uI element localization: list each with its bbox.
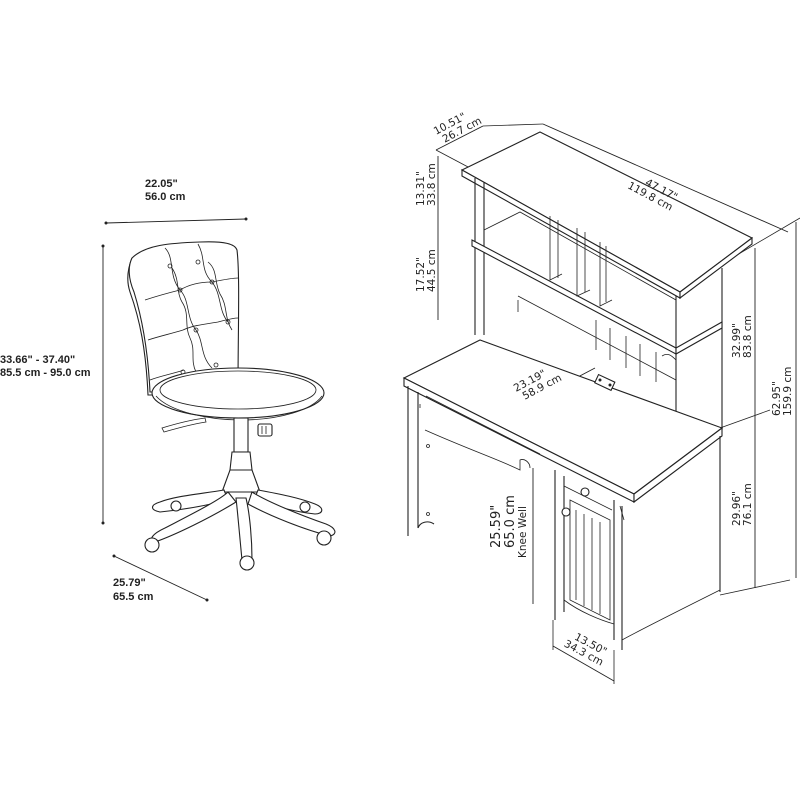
svg-text:83.8 cm: 83.8 cm: [742, 315, 754, 358]
svg-text:17.52": 17.52": [415, 257, 427, 292]
chair-depth-dimension-line: [113, 555, 208, 601]
svg-text:25.59": 25.59": [489, 505, 504, 548]
chair-depth-cm: 65.5 cm: [113, 591, 154, 603]
width-dimension-line: [542, 123, 789, 233]
svg-text:76.1 cm: 76.1 cm: [742, 483, 754, 526]
chair-width-cm: 56.0 cm: [145, 191, 186, 203]
chair-drawing: [101, 217, 336, 602]
desk-hutch-drawing: [402, 123, 800, 684]
svg-text:33.8 cm: 33.8 cm: [426, 163, 438, 206]
knee-well-label: 25.59" 65.0 cm Knee Well: [489, 495, 529, 558]
hutch-depth-label: 10.51" 26.7 cm: [432, 111, 484, 146]
svg-text:62.95": 62.95": [771, 381, 783, 416]
hutch-lower-height-label: 17.52" 44.5 cm: [415, 249, 438, 292]
cabinet-width-line: [552, 645, 615, 682]
hutch-total-height-label: 32.99" 83.8 cm: [731, 315, 754, 358]
chair-width-dimension-line: [105, 218, 247, 224]
hutch-upper-height-label: 13.31" 33.8 cm: [415, 163, 438, 206]
chair-height-inches: 33.66" - 37.40": [0, 354, 75, 366]
chair-width-inches: 22.05": [145, 178, 178, 190]
svg-text:Knee Well: Knee Well: [517, 506, 529, 558]
hutch-depth-dimension-line: [435, 125, 484, 151]
svg-text:65.0 cm: 65.0 cm: [503, 495, 518, 548]
svg-text:159.9 cm: 159.9 cm: [782, 367, 794, 416]
cabinet-width-label: 13.50" 34.3 cm: [562, 631, 609, 669]
svg-text:13.31": 13.31": [415, 171, 427, 206]
svg-text:44.5 cm: 44.5 cm: [426, 249, 438, 292]
chair-height-cm: 85.5 cm - 95.0 cm: [0, 367, 91, 379]
desk-height-label: 29.96" 76.1 cm: [731, 483, 754, 526]
svg-text:32.99": 32.99": [731, 323, 743, 358]
svg-text:29.96": 29.96": [731, 491, 743, 526]
chair-depth-inches: 25.79": [113, 577, 146, 589]
total-height-label: 62.95" 159.9 cm: [771, 367, 794, 416]
